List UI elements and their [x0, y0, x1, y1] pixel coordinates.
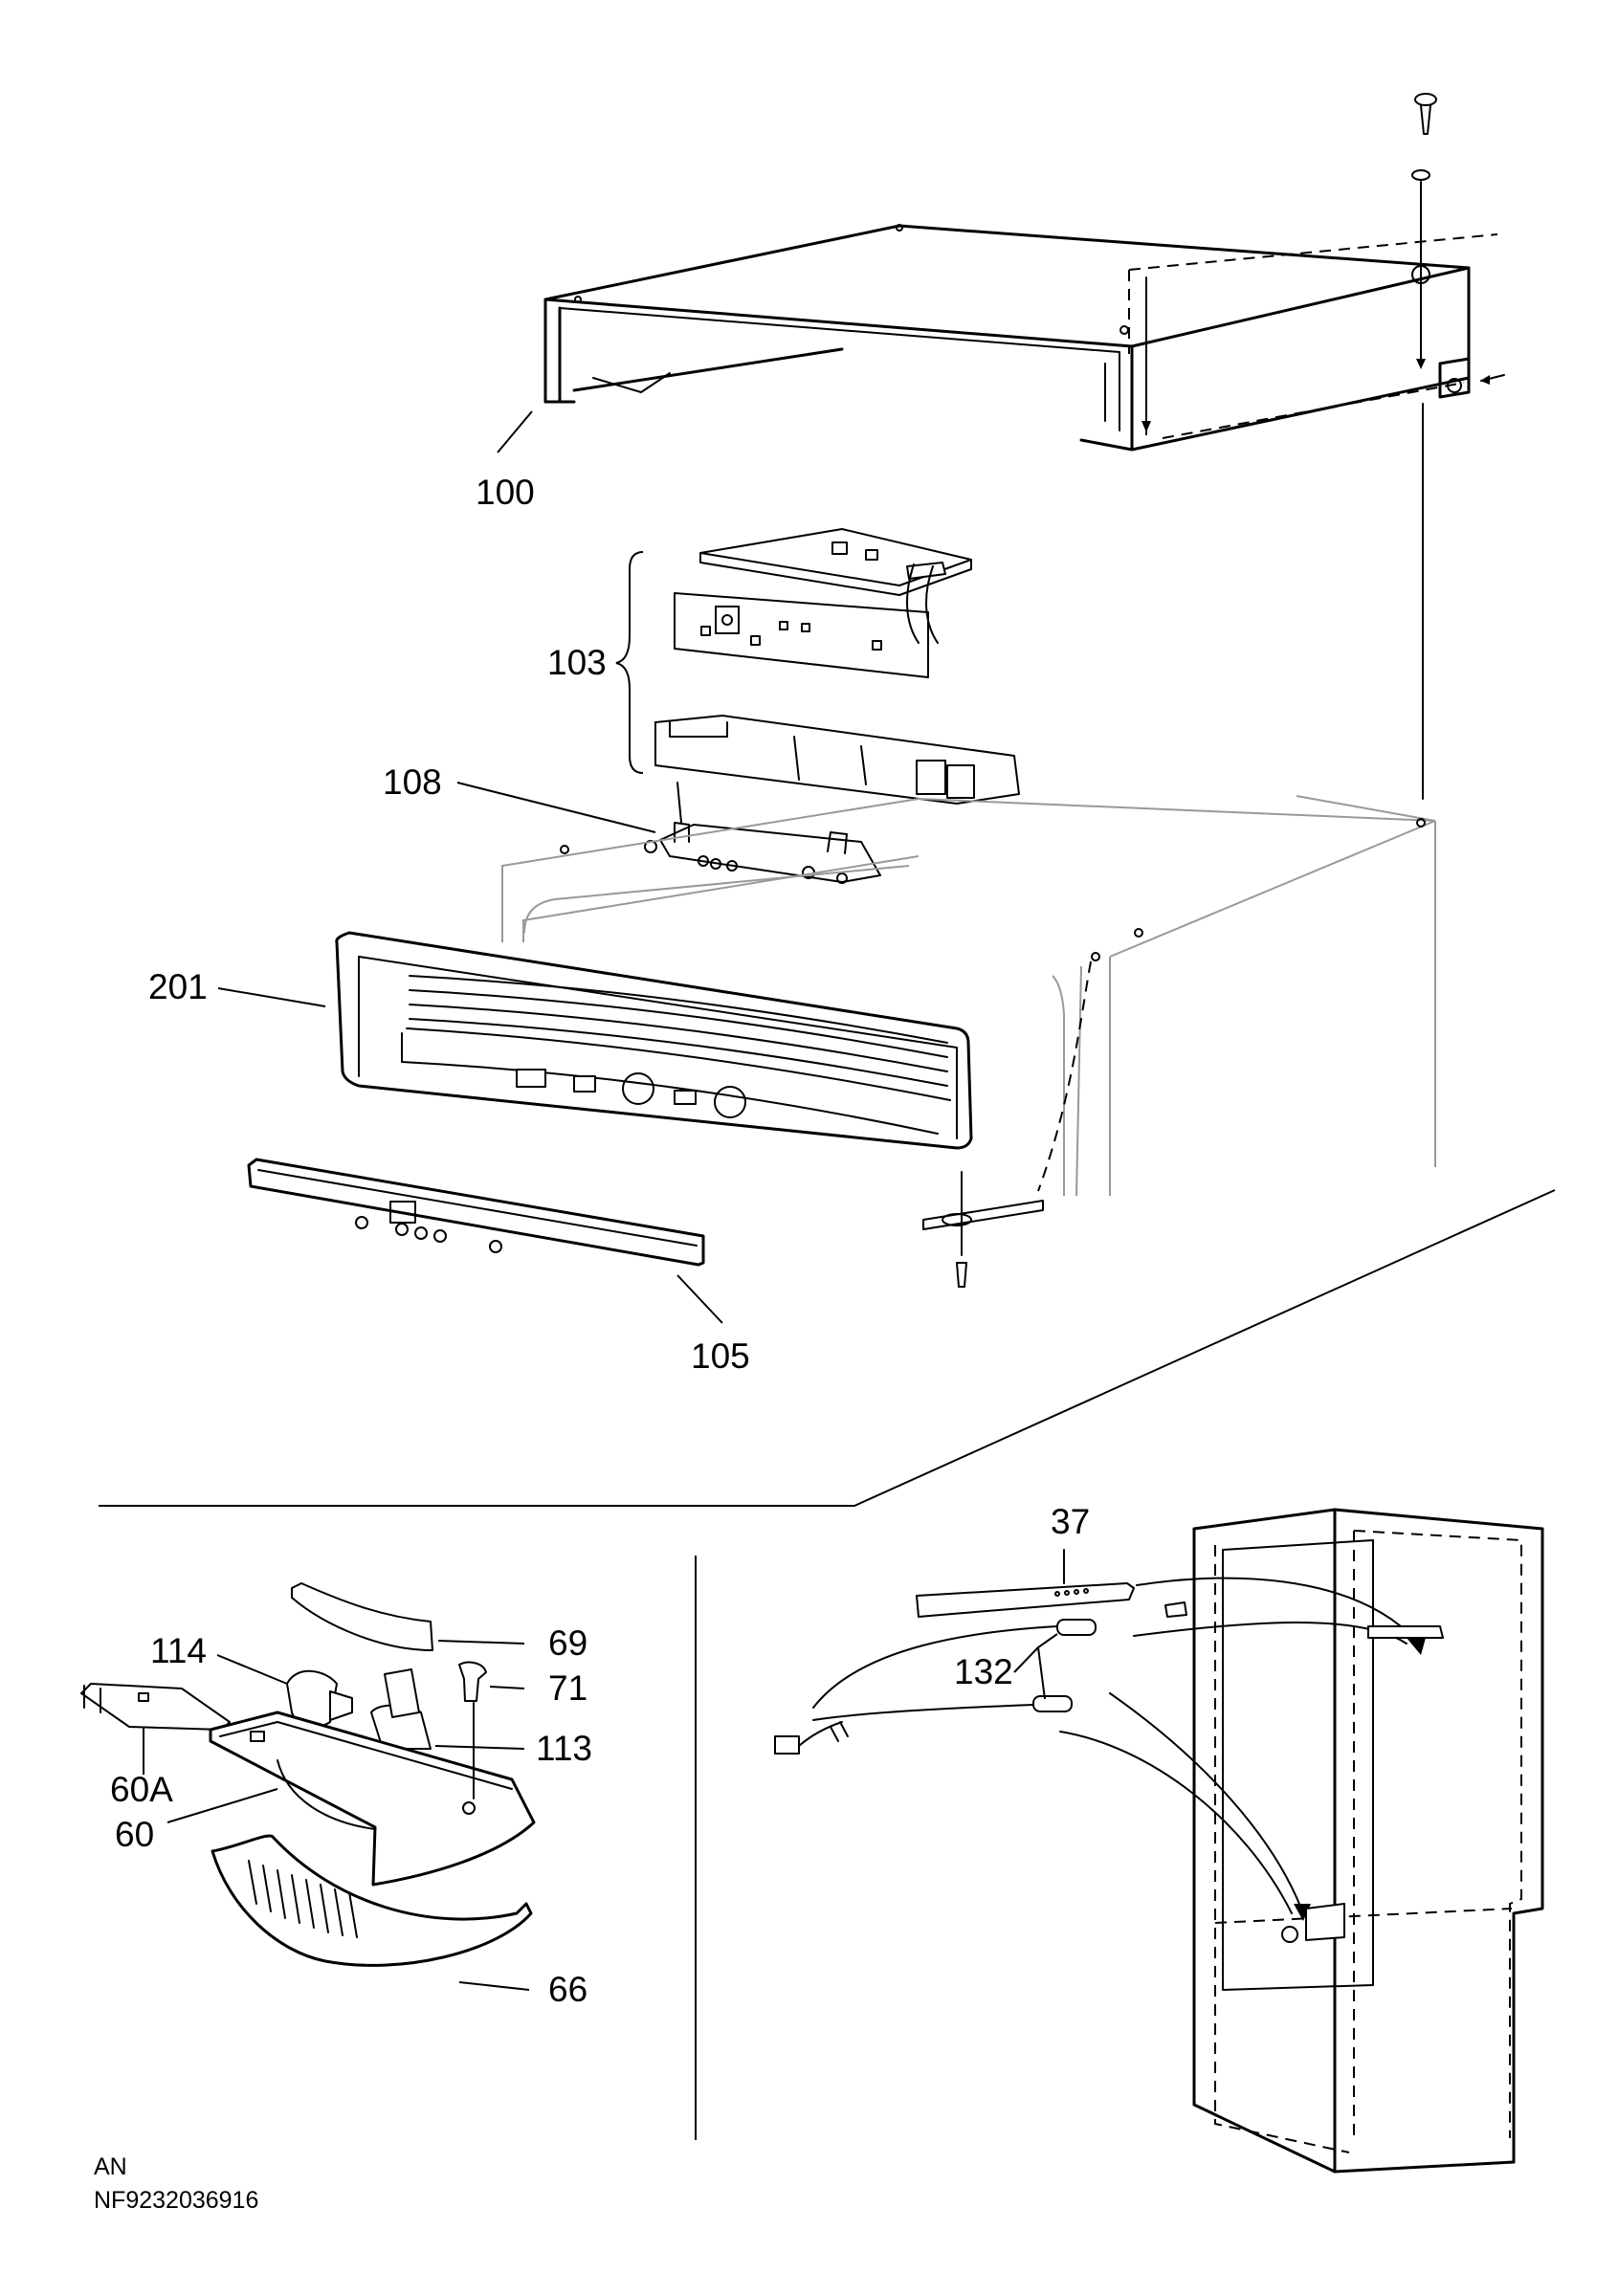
callout-100: 100 [476, 473, 535, 512]
top-cover-part-100 [497, 93, 1505, 800]
cabinet-outline [501, 795, 1436, 1197]
lamp-assembly [80, 1582, 536, 1991]
callout-60A: 60A [110, 1770, 173, 1809]
callout-103: 103 [547, 643, 607, 682]
callout-201: 201 [148, 967, 208, 1006]
callout-66: 66 [548, 1970, 587, 2009]
callout-132: 132 [954, 1652, 1013, 1691]
fascia-strip-part-105 [247, 1158, 723, 1324]
footer-reference: AN NF9232036916 [94, 2153, 258, 2214]
callout-69: 69 [548, 1623, 587, 1663]
callout-114: 114 [150, 1631, 207, 1670]
front-panel-part-201 [217, 931, 1092, 1288]
control-board-part-103 [615, 528, 1020, 805]
callout-labels: 100 103 108 201 105 37 132 114 69 71 113… [110, 473, 1090, 2009]
callout-108: 108 [383, 762, 442, 802]
bracket-part-108 [456, 782, 881, 884]
cabinet-right-view [1192, 1508, 1544, 2174]
footer-document-number: NF9232036916 [94, 2187, 258, 2214]
callout-71: 71 [548, 1668, 587, 1708]
callout-113: 113 [536, 1729, 592, 1768]
footer-code-an: AN [94, 2153, 127, 2180]
section-dividers [99, 1189, 1556, 2140]
callout-60: 60 [115, 1815, 154, 1854]
callout-105: 105 [691, 1336, 750, 1376]
callout-37: 37 [1051, 1502, 1090, 1541]
thermostat-probe-part-132 [774, 1549, 1444, 1941]
